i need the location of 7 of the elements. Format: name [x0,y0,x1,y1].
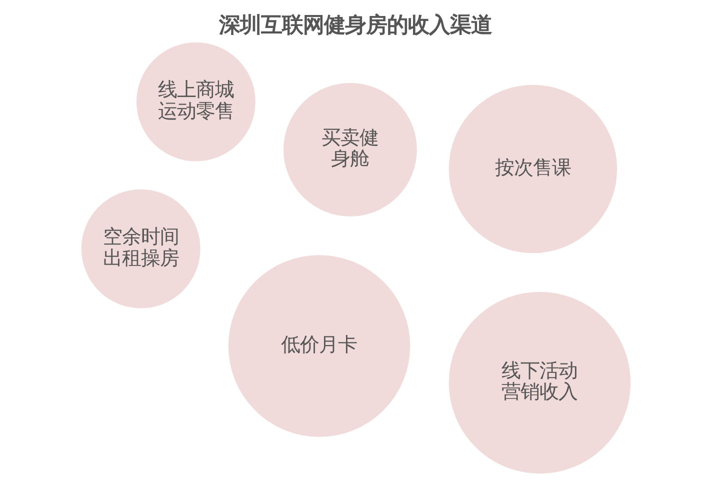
diagram-title: 深圳互联网健身房的收入渠道 [219,12,492,37]
node-circle: 低价月卡 [228,255,410,437]
node-circle: 线上商城运动零售 [136,42,256,162]
node-circle: 线下活动营销收入 [448,292,631,474]
node-circle: 买卖健身舱 [283,82,417,216]
node-circle: 按次售课 [448,84,618,254]
node-circle: 空余时间出租操房 [81,189,200,308]
